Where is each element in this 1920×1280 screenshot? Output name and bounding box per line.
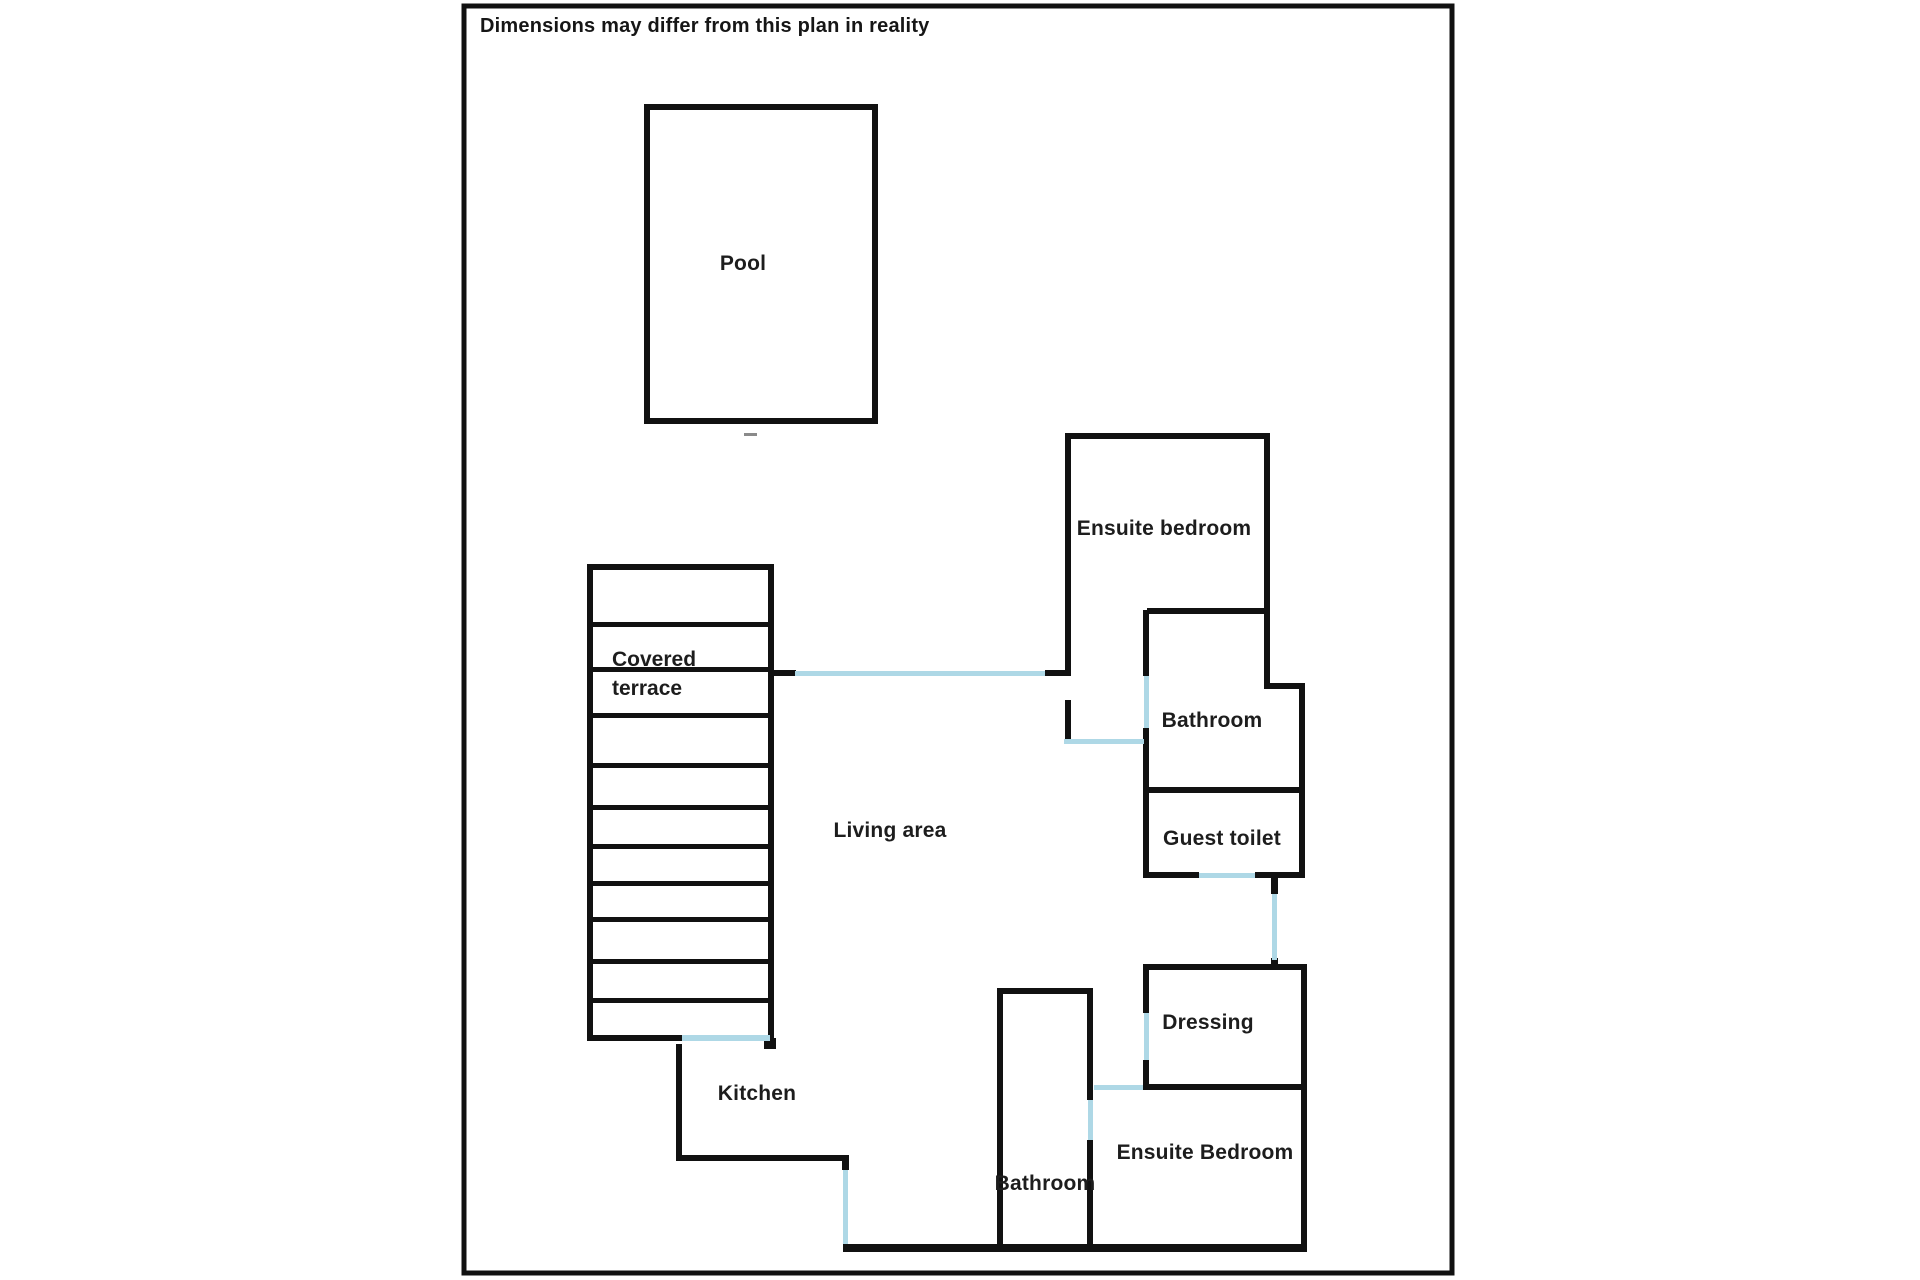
dressing-door-opening	[1144, 1013, 1149, 1060]
room-label-kitchen: Kitchen	[717, 1082, 797, 1105]
walls	[676, 433, 1307, 1252]
terrace-slat	[588, 998, 772, 1003]
covered-terrace-outline	[587, 564, 776, 1049]
terrace-corner-post	[764, 1038, 776, 1049]
wall-kitchen-bottom	[676, 1155, 848, 1161]
room-label-pool: Pool	[719, 252, 767, 275]
bathroom2-door-opening	[1088, 1100, 1093, 1140]
wall-dressing-bottom	[1143, 1084, 1307, 1090]
room-label-living-area: Living area	[833, 819, 947, 842]
wall-right-upper	[1299, 683, 1305, 878]
wall-kitchen-door-tick	[842, 1155, 849, 1170]
wall-bedroom1-left-upper	[1065, 433, 1071, 676]
wall-vestibule-bathroom-upper	[1143, 610, 1149, 676]
openings	[682, 671, 1277, 1244]
wall-dressing-left-upper	[1143, 964, 1149, 1013]
wall-bathroom2-right-lower	[1087, 1140, 1093, 1250]
wall-dressing-left-lower	[1143, 1060, 1149, 1090]
wall-bedroom1-bathroom-divider	[1147, 608, 1270, 614]
room-label-covered-terrace-line2: terrace	[612, 677, 683, 700]
terrace-slats	[588, 622, 772, 1003]
bedroom2-entry-opening	[1094, 1085, 1143, 1090]
wall-bedroom1-left-lower	[1065, 700, 1071, 741]
plan-disclaimer: Dimensions may differ from this plan in …	[480, 15, 930, 37]
terrace-slat	[588, 881, 772, 886]
terrace-slat	[588, 805, 772, 810]
wall-vestibule-bathroom-lower	[1143, 728, 1149, 878]
wall-bathroom-guest-divider	[1143, 787, 1305, 793]
room-label-ensuite-bedroom-top: Ensuite bedroom	[1076, 517, 1252, 540]
wall-bedroom1-top	[1065, 433, 1270, 439]
terrace-border	[587, 564, 774, 1041]
wall-bottom-exterior	[843, 1244, 1307, 1252]
terrace-door-opening	[682, 1035, 770, 1041]
wall-bathroom-jog	[1264, 683, 1305, 689]
wall-guest-bottom-left	[1143, 872, 1199, 878]
wall-corridor-tick-top	[1271, 878, 1278, 894]
wall-dressing-top	[1143, 964, 1307, 970]
guest-toilet-door-opening	[1199, 873, 1255, 878]
terrace-slat	[588, 713, 772, 718]
plan-frame	[461, 3, 1455, 1276]
room-label-dressing: Dressing	[1162, 1011, 1254, 1034]
room-label-bathroom-bottom: Bathroom	[994, 1172, 1096, 1195]
bedroom1-entry-opening	[1064, 739, 1144, 744]
room-label-covered-terrace: Covered terrace	[612, 645, 696, 703]
wall-bathroom2-left	[997, 988, 1003, 1251]
terrace-slat	[588, 844, 772, 849]
wall-corridor-tick-bottom	[1271, 958, 1278, 968]
terrace-slat	[588, 763, 772, 768]
wall-glazing-stub-right	[1045, 670, 1068, 676]
exterior-glass-door	[843, 1170, 848, 1244]
living-area-glazing	[795, 671, 1045, 676]
room-label-guest-toilet: Guest toilet	[1163, 827, 1281, 850]
wall-right-lower	[1301, 964, 1307, 1251]
wall-glazing-stub-left	[771, 670, 796, 676]
wall-bedroom1-right	[1264, 433, 1270, 688]
room-label-ensuite-bedroom-bottom: Ensuite Bedroom	[1116, 1141, 1294, 1164]
terrace-slat	[588, 917, 772, 922]
terrace-slat	[588, 667, 772, 672]
pool-mark	[744, 433, 757, 436]
terrace-slat	[588, 622, 772, 627]
wall-bathroom2-top	[997, 988, 1092, 994]
bathroom1-door-opening	[1144, 676, 1149, 728]
room-label-bathroom-top: Bathroom	[1161, 709, 1263, 732]
wall-kitchen-left	[676, 1044, 682, 1158]
corridor-glass-door	[1272, 894, 1277, 960]
wall-guest-bottom-right	[1255, 872, 1305, 878]
pool-outline	[644, 104, 878, 424]
room-label-covered-terrace-line1: Covered	[612, 648, 697, 671]
terrace-slat	[588, 959, 772, 964]
wall-bathroom2-right-upper	[1087, 988, 1093, 1100]
